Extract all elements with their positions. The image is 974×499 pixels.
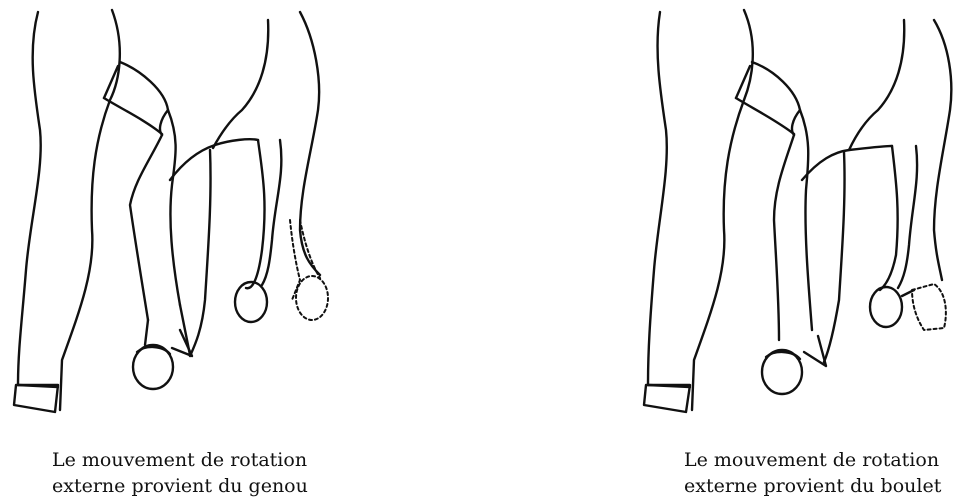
caption-line-2: externe provient du genou [52, 473, 308, 499]
figure-boulet: Le mouvement de rotation externe provien… [634, 0, 974, 430]
caption-line-2: externe provient du boulet [684, 473, 941, 499]
hoof-hind-dotted [912, 284, 946, 330]
horse-legs-drawing-boulet [634, 0, 974, 430]
caption-line-1: Le mouvement de rotation [52, 447, 308, 473]
caption-line-1: Le mouvement de rotation [684, 447, 941, 473]
caption-genou: Le mouvement de rotation externe provien… [52, 447, 308, 499]
hoof-hind-dotted [296, 276, 328, 320]
figure-genou: Le mouvement de rotation externe provien… [0, 0, 340, 430]
horse-legs-drawing-genou [0, 0, 340, 430]
hoof-hind-solid [870, 287, 902, 327]
caption-boulet: Le mouvement de rotation externe provien… [684, 447, 941, 499]
